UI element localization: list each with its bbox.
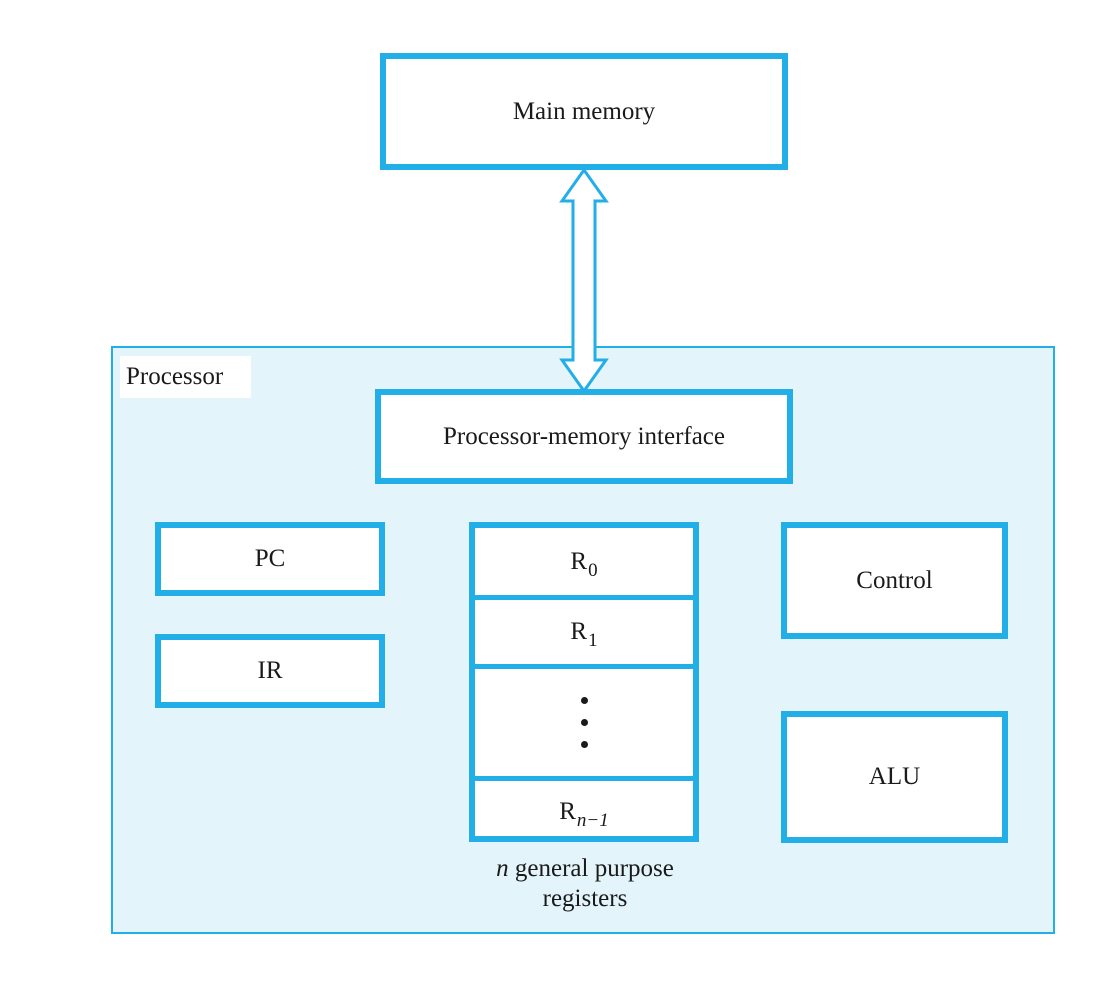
register-r0-subscript: 0 [588,559,598,581]
caption-n: n [496,855,509,882]
alu-label: ALU [868,763,921,790]
register-r1-letter: R [570,618,588,645]
register-r1-subscript: 1 [588,630,598,651]
ir-register-box: IR [155,634,385,708]
register-r0-letter: R [570,547,588,575]
ir-label: IR [257,657,283,684]
processor-memory-interface-box: Processor-memory interface [375,389,793,484]
register-rn-1-subscript: n−1 [576,809,609,831]
alu-box: ALU [781,711,1008,843]
pc-label: PC [254,545,286,572]
main-memory-label: Main memory [512,97,656,125]
main-memory-box: Main memory [380,53,788,170]
vertical-ellipsis-icon [580,697,588,748]
register-ellipsis [475,664,693,776]
processor-memory-interface-label: Processor-memory interface [442,422,726,450]
pc-register-box: PC [155,522,385,596]
register-file-caption: n general purpose registers [440,854,730,914]
caption-line2: registers [542,885,628,912]
register-rn-1-letter: R [559,797,576,825]
control-unit-box: Control [781,522,1008,639]
processor-label: Processor [120,356,251,398]
control-label: Control [856,566,933,594]
caption-line1: general purpose [508,855,674,882]
